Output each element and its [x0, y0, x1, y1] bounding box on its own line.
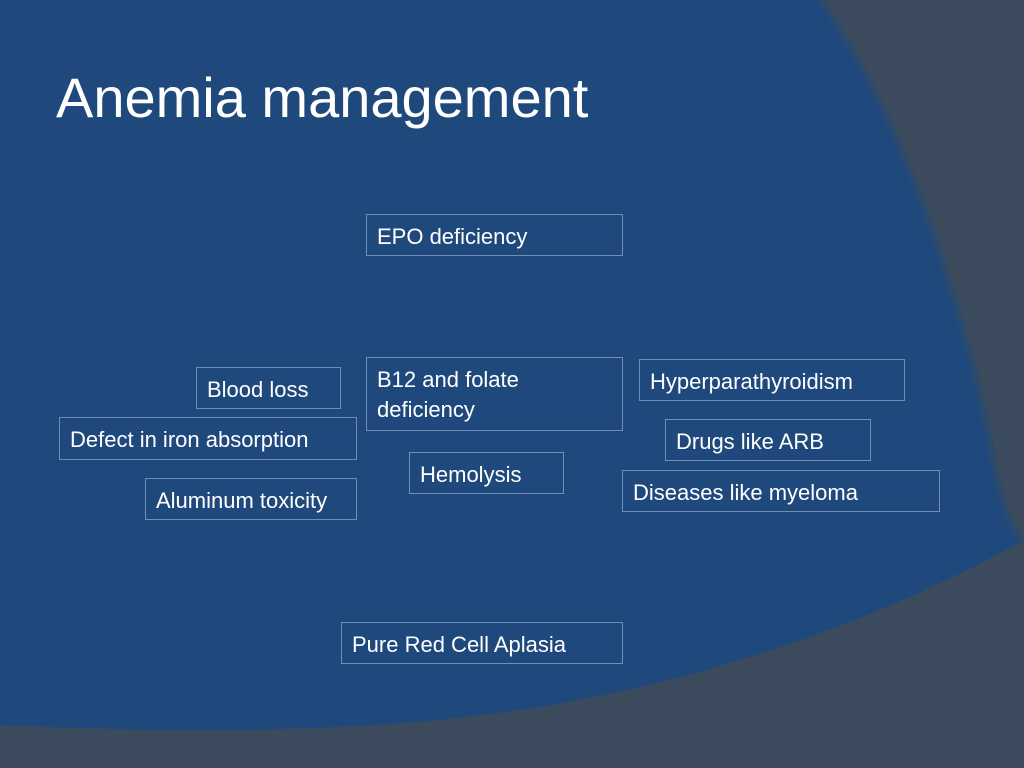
box-pure-red-cell-aplasia: Pure Red Cell Aplasia — [341, 622, 623, 664]
background-accent-curve — [817, 0, 1024, 543]
box-diseases-like-myeloma: Diseases like myeloma — [622, 470, 940, 512]
box-epo-deficiency: EPO deficiency — [366, 214, 623, 256]
box-b12-folate-deficiency: B12 and folate deficiency — [366, 357, 623, 431]
box-hyperparathyroidism: Hyperparathyroidism — [639, 359, 905, 401]
slide-title: Anemia management — [56, 66, 589, 129]
box-drugs-like-arb: Drugs like ARB — [665, 419, 871, 461]
box-defect-iron-absorption: Defect in iron absorption — [59, 417, 357, 460]
background-main-shape — [0, 0, 1024, 730]
box-hemolysis: Hemolysis — [409, 452, 564, 494]
box-aluminum-toxicity: Aluminum toxicity — [145, 478, 357, 520]
box-blood-loss: Blood loss — [196, 367, 341, 409]
